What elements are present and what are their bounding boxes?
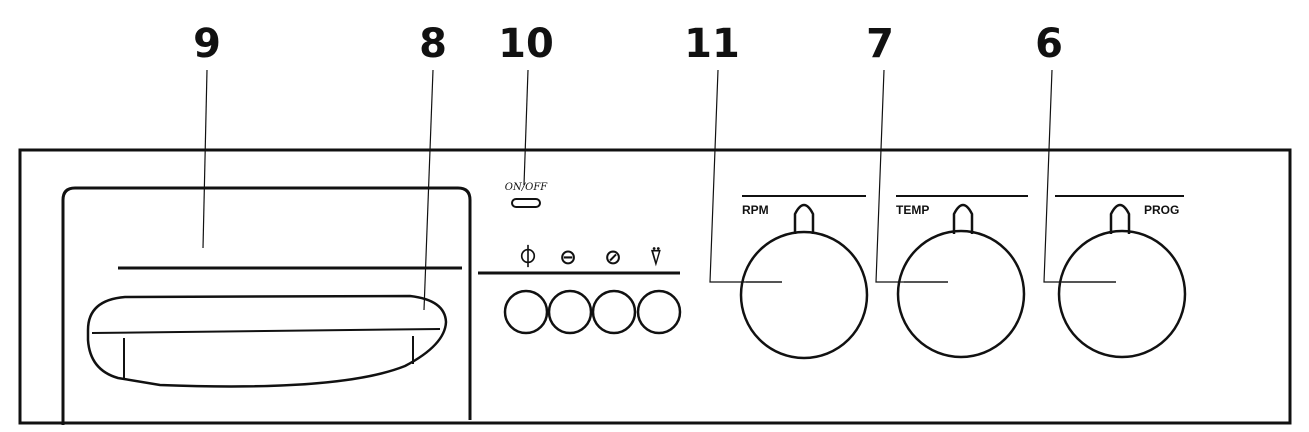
drawer-handle[interactable]	[86, 294, 448, 388]
callout-prog-knob: 6	[1035, 21, 1063, 67]
leader-line-prog-knob	[1043, 69, 1116, 283]
on-off-button[interactable]	[503, 289, 549, 335]
prog-knob-pointer	[1109, 203, 1131, 234]
function-button-4[interactable]	[636, 289, 682, 335]
control-panel-frame	[18, 148, 1292, 425]
rpm-knob-label: RPM	[742, 203, 769, 217]
button-2-symbol-icon: ⊖	[559, 245, 577, 269]
on-off-symbol-icon: ⏀	[518, 245, 539, 269]
callout-drawer-handle: 8	[419, 21, 447, 67]
temp-knob-label: TEMP	[896, 203, 929, 217]
prog-knob-label: PROG	[1144, 203, 1179, 217]
button-4-symbol-icon: ⍢	[650, 245, 663, 269]
drawer-handle-inner-line	[91, 328, 441, 334]
rpm-knob[interactable]	[739, 230, 869, 360]
leader-line-drawer	[202, 69, 208, 249]
leader-line-rpm-knob	[709, 69, 782, 283]
leader-line-temp-knob	[875, 69, 948, 283]
prog-knob[interactable]	[1057, 229, 1187, 359]
callout-drawer: 9	[193, 21, 221, 67]
temp-knob[interactable]	[896, 229, 1026, 359]
function-button-2[interactable]	[547, 289, 593, 335]
indicator-light-label: ON/OFF	[505, 182, 548, 193]
leader-line-drawer-handle	[423, 69, 434, 311]
button-3-symbol-icon: ⊘	[604, 245, 622, 269]
leader-line-indicator-light	[523, 69, 529, 186]
detergent-drawer-frame	[61, 186, 472, 425]
callout-indicator-light: 10	[498, 21, 554, 67]
indicator-light	[511, 198, 541, 208]
callout-rpm-knob: 11	[684, 21, 740, 67]
function-button-3[interactable]	[591, 289, 637, 335]
callout-temp-knob: 7	[866, 21, 894, 67]
rpm-knob-pointer	[793, 203, 815, 234]
temp-knob-pointer	[952, 203, 974, 234]
